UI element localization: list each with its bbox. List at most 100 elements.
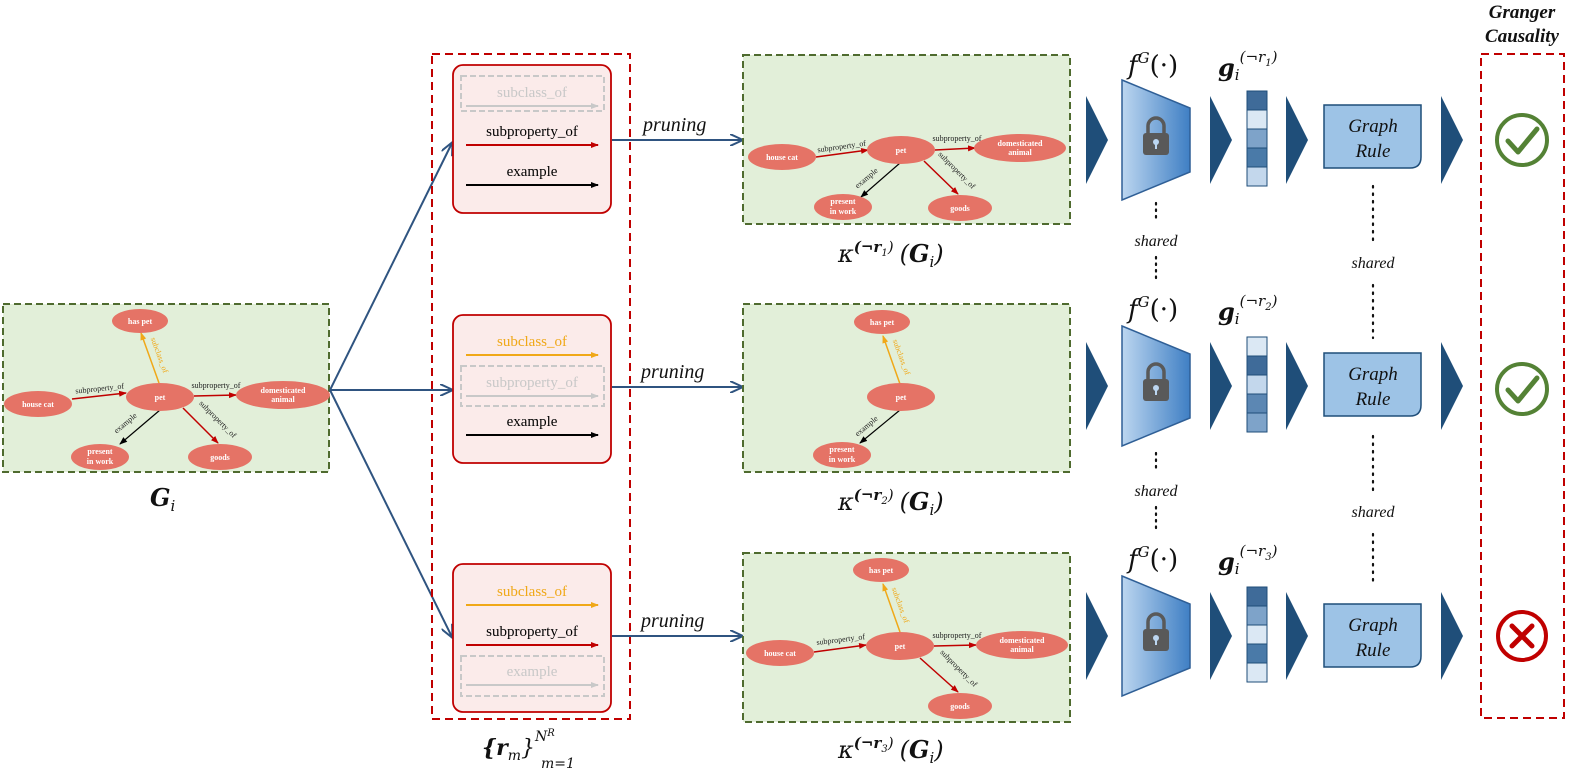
shared-label: shared xyxy=(1352,255,1396,272)
node-label: animal xyxy=(271,395,295,404)
node-label: house cat xyxy=(22,400,54,409)
kappa-label-1: κ(¬r1)(Gi) xyxy=(837,238,944,271)
node-goods xyxy=(188,444,252,470)
shared-connector-rule: shared shared xyxy=(1352,184,1396,588)
relation-set-container xyxy=(431,53,631,720)
check-icon xyxy=(1495,362,1549,416)
node-label: has pet xyxy=(870,318,895,327)
graph-rule-label: Rule xyxy=(1355,640,1391,661)
graph-rule-box xyxy=(1323,603,1422,668)
embedding-label-3: gi(¬r3) xyxy=(1218,542,1278,578)
shared-connector-encoder: shared shared xyxy=(1135,201,1179,530)
embedding-label-2: gi(¬r2) xyxy=(1218,292,1278,328)
edge-label: subproperty_of xyxy=(933,134,982,143)
lock-icon xyxy=(1143,612,1169,651)
embedding-label-1: gi(¬r1) xyxy=(1218,48,1278,84)
relation-pruned-example: example xyxy=(507,664,558,680)
encoder-row-3: Graph Rule xyxy=(1086,574,1463,698)
relation-set-label-lower: m=1 xyxy=(541,756,575,772)
pruning-label: pruning xyxy=(641,114,706,136)
relation-box-2: subclass_of subproperty_of example xyxy=(452,314,612,464)
granger-container xyxy=(1480,53,1565,719)
chevron-icon xyxy=(1210,96,1232,184)
pruning-label: pruning xyxy=(639,610,704,632)
node-label: present xyxy=(830,197,856,206)
encoder-label-3: fG(·) xyxy=(1126,543,1178,575)
graph-rule-box xyxy=(1323,352,1422,417)
relation-example: example xyxy=(507,164,558,180)
node-label: goods xyxy=(950,702,970,711)
edge-example xyxy=(119,409,161,445)
node-label: domesticated xyxy=(998,139,1043,148)
flow-arrow xyxy=(329,389,452,637)
node-label: pet xyxy=(895,642,906,651)
node-label: in work xyxy=(829,455,856,464)
relation-set-label: {rm}NR xyxy=(482,728,555,764)
encoder-label-2: fG(·) xyxy=(1126,293,1178,325)
node-label: has pet xyxy=(128,317,153,326)
shared-label: shared xyxy=(1135,483,1179,500)
node-label: pet xyxy=(896,393,907,402)
shared-label: shared xyxy=(1352,504,1396,521)
node-label: in work xyxy=(87,457,114,466)
node-domesticated-animal xyxy=(236,381,330,409)
relation-subclass: subclass_of xyxy=(497,584,567,600)
node-label: pet xyxy=(155,393,166,402)
lock-icon xyxy=(1143,116,1169,155)
edge-label: subproperty_of xyxy=(933,631,982,640)
chevron-icon xyxy=(1286,96,1308,184)
node-label: in work xyxy=(830,207,857,216)
chevron-icon xyxy=(1441,592,1463,680)
graph-rule-box xyxy=(1323,104,1422,169)
graph-rule-label: Graph xyxy=(1348,364,1398,385)
pruned-graph-3: subproperty_of subproperty_of subpropert… xyxy=(742,552,1071,723)
chevron-icon xyxy=(1286,342,1308,430)
graph-rule-label: Graph xyxy=(1348,116,1398,137)
input-graph: subproperty_of subproperty_of example su… xyxy=(2,303,330,473)
encoder-row-2: Graph Rule xyxy=(1086,324,1463,448)
encoder-label-1: fG(·) xyxy=(1126,49,1178,81)
node-label: house cat xyxy=(766,153,798,162)
relation-subclass: subclass_of xyxy=(497,334,567,350)
relation-pruned-subclass: subclass_of xyxy=(497,85,567,101)
edge-subproperty xyxy=(193,392,237,399)
granger-title: Causality xyxy=(1485,26,1559,47)
node-present-in-work xyxy=(71,444,129,470)
chevron-icon xyxy=(1286,592,1308,680)
input-graph-label: Gi xyxy=(150,483,176,515)
node-label: pet xyxy=(896,146,907,155)
node-label: domesticated xyxy=(1000,636,1045,645)
graph-rule-label: Graph xyxy=(1348,615,1398,636)
edge-subclass xyxy=(140,332,160,384)
check-icon xyxy=(1495,113,1549,167)
edge-label: subproperty_of xyxy=(192,381,241,390)
pruned-graph-1: subproperty_of subproperty_of example su… xyxy=(742,54,1071,225)
chevron-icon xyxy=(1210,342,1232,430)
node-has-pet xyxy=(112,309,168,333)
node-label: present xyxy=(87,447,113,456)
granger-title: Granger xyxy=(1489,2,1556,23)
relation-box-1: subclass_of subproperty_of example xyxy=(452,64,612,214)
relation-subproperty: subproperty_of xyxy=(486,124,578,140)
node-label: house cat xyxy=(764,649,796,658)
pruning-label: pruning xyxy=(639,361,704,383)
node-pet xyxy=(126,383,194,411)
graph-rule-label: Rule xyxy=(1355,389,1391,410)
embedding-vector xyxy=(1246,586,1268,683)
cross-icon xyxy=(1496,610,1548,662)
node-label: animal xyxy=(1010,645,1034,654)
relation-box-3: subclass_of subproperty_of example xyxy=(452,563,612,713)
kappa-label-3: κ(¬r3)(Gi) xyxy=(837,734,944,767)
shared-label: shared xyxy=(1135,233,1179,250)
node-label: goods xyxy=(950,204,970,213)
node-label: goods xyxy=(210,453,230,462)
chevron-icon xyxy=(1086,342,1108,430)
relation-subproperty: subproperty_of xyxy=(486,624,578,640)
node-label: has pet xyxy=(869,566,894,575)
flow-arrow xyxy=(329,143,452,391)
edge-subproperty xyxy=(71,390,127,400)
edge-subproperty xyxy=(182,407,219,444)
node-house-cat xyxy=(4,391,72,417)
chevron-icon xyxy=(1086,592,1108,680)
